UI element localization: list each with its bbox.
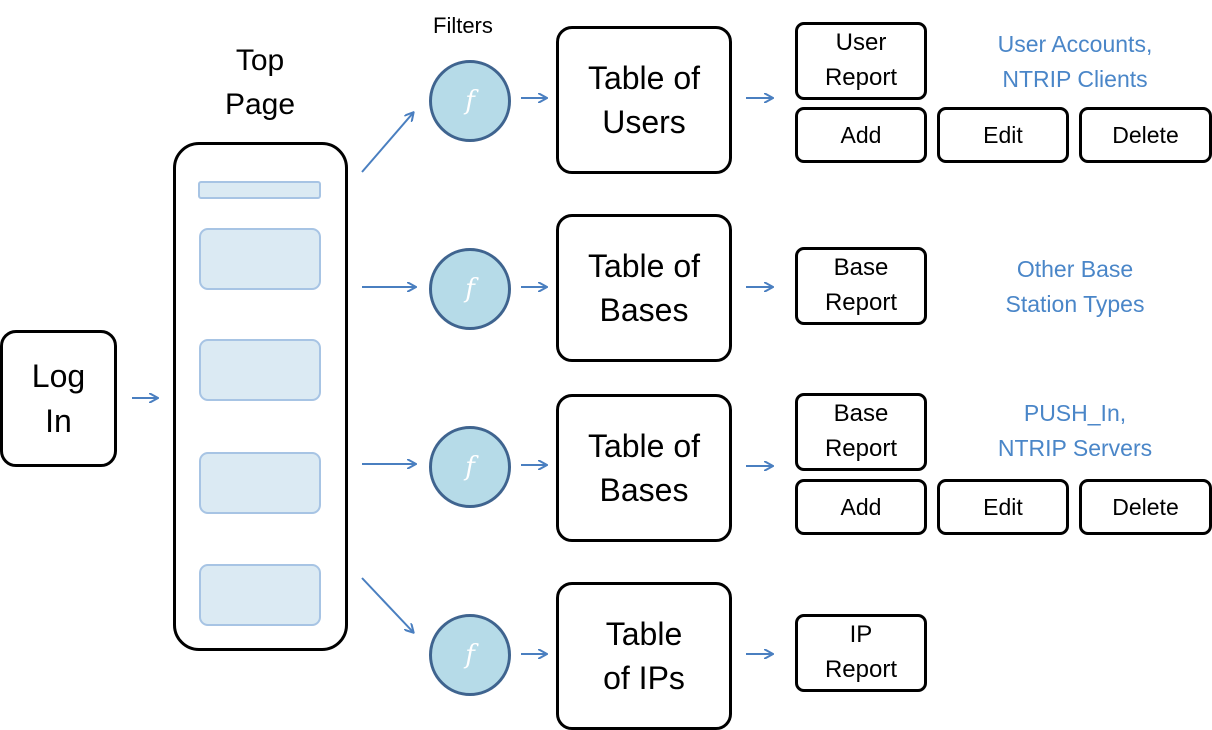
table-of-bases-2-label: Table of Bases [587,427,701,508]
top-page-slot-4[interactable] [199,564,321,626]
bases-edit-button[interactable]: Edit [937,479,1069,535]
top-page-slot-1[interactable] [199,228,321,290]
filter-symbol: f [465,640,475,670]
users-delete-button[interactable]: Delete [1079,107,1212,163]
filter-1[interactable]: f [429,60,511,142]
filter-3[interactable]: f [429,426,511,508]
bases-edit-label: Edit [983,493,1023,520]
base-report-2-label: Base Report [824,400,898,462]
bases-delete-button[interactable]: Delete [1079,479,1212,535]
base-report-button-1[interactable]: Base Report [795,247,927,325]
filter-symbol: f [465,86,475,116]
table-of-ips-label: Table of IPs [603,615,685,696]
table-of-ips[interactable]: Table of IPs [556,582,732,730]
user-report-button[interactable]: User Report [795,22,927,100]
arrow-top-to-filter-4 [361,577,413,632]
users-edit-button[interactable]: Edit [937,107,1069,163]
bases-add-button[interactable]: Add [795,479,927,535]
base-report-1-label: Base Report [824,254,898,316]
note-push-in-ntrip-servers: PUSH_In, NTRIP Servers [997,400,1153,461]
filters-label: Filters [433,13,493,38]
base-report-button-2[interactable]: Base Report [795,393,927,471]
users-add-label: Add [840,121,882,148]
filter-symbol: f [465,274,475,304]
bases-delete-label: Delete [1112,493,1179,520]
ip-report-button[interactable]: IP Report [795,614,927,692]
login-box[interactable]: Log In [0,330,117,467]
table-of-bases-1-label: Table of Bases [587,247,701,328]
table-of-bases-1[interactable]: Table of Bases [556,214,732,362]
user-report-label: User Report [824,29,898,91]
top-page-slot-2[interactable] [199,339,321,401]
top-page-panel [173,142,348,651]
users-delete-label: Delete [1112,121,1179,148]
ip-report-label: IP Report [824,621,898,683]
table-of-users[interactable]: Table of Users [556,26,732,174]
note-user-accounts: User Accounts, NTRIP Clients [997,31,1153,92]
table-of-bases-2[interactable]: Table of Bases [556,394,732,542]
table-of-users-label: Table of Users [587,59,701,140]
filter-symbol: f [465,452,475,482]
users-edit-label: Edit [983,121,1023,148]
top-page-slot-3[interactable] [199,452,321,514]
arrow-top-to-filter-1 [361,113,413,173]
bases-add-label: Add [840,493,882,520]
top-page-header-bar [198,181,321,199]
note-other-base-station-types: Other Base Station Types [1005,256,1145,317]
users-add-button[interactable]: Add [795,107,927,163]
top-page-title: Top Page [224,44,296,121]
filter-2[interactable]: f [429,248,511,330]
login-label: Log In [31,358,86,439]
filter-4[interactable]: f [429,614,511,696]
